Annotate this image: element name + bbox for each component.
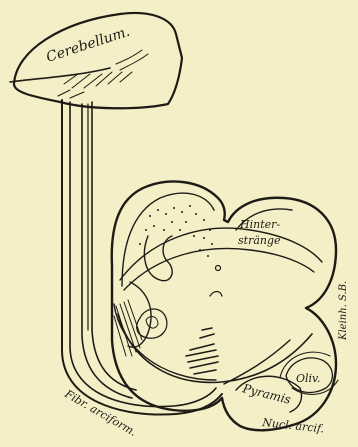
label-hinterstraenge-line2: stränge (238, 234, 281, 247)
label-kleinhirn: Kleinh. S.B. (338, 281, 349, 341)
label-olive: Oliv. (296, 372, 320, 385)
label-hinterstraenge-line1: Hinter- (239, 218, 280, 231)
